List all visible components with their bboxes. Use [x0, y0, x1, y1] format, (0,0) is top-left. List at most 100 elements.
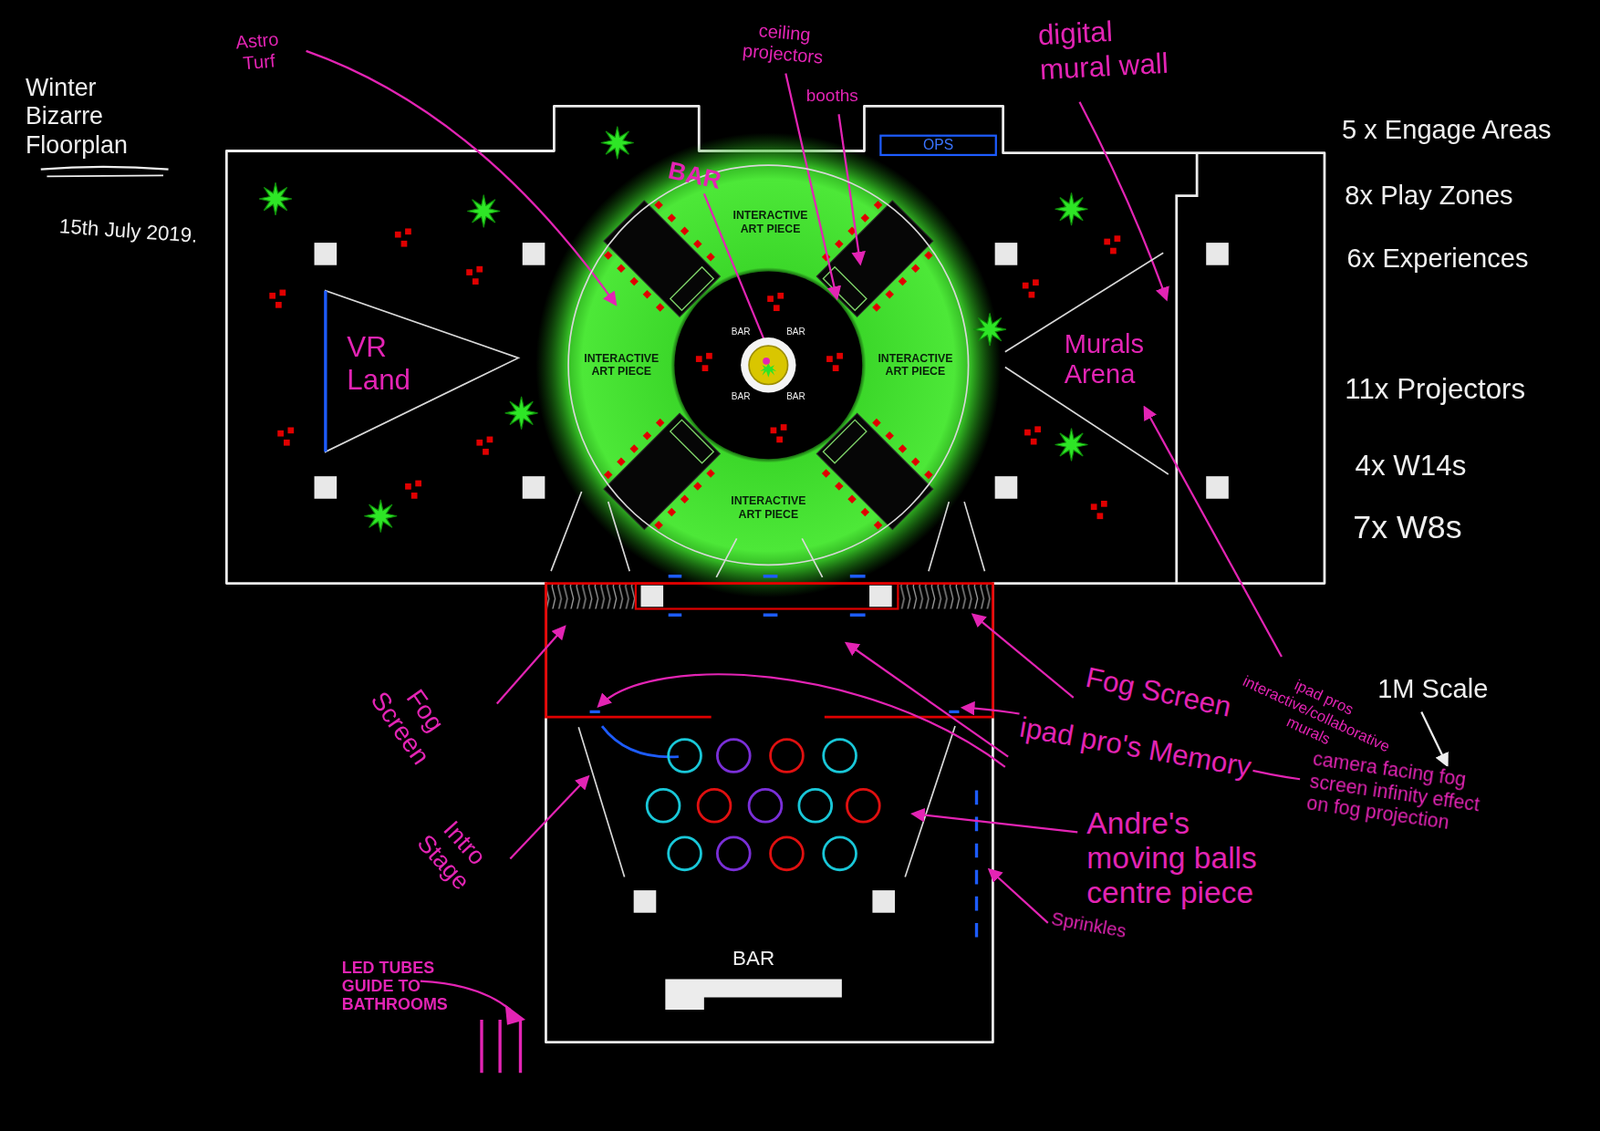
callout-label: Intro Stage	[406, 804, 501, 901]
stat-label: 6x Experiences	[1347, 242, 1529, 275]
leaders	[306, 51, 1301, 1010]
seat-cluster	[405, 480, 422, 499]
ball	[697, 789, 731, 822]
seat-cluster	[1103, 235, 1121, 254]
seat-cluster	[1024, 425, 1041, 445]
booth	[596, 405, 728, 537]
interactive-ring: INTERACTIVE ART PIECE INTERACTIVE ART PIE…	[567, 164, 970, 567]
pillar	[633, 890, 657, 914]
central-bar: BARBARBARBAR	[727, 324, 810, 406]
led-flag	[505, 1004, 526, 1025]
bar-counter	[664, 978, 842, 1010]
astro-turf-plant	[505, 396, 539, 430]
bar-label: BAR	[784, 326, 808, 338]
leader-line	[989, 870, 1049, 924]
seat-cluster	[770, 424, 788, 443]
astro-turf-plant	[467, 195, 500, 229]
pillar	[1205, 242, 1229, 266]
ball	[846, 789, 880, 822]
seat-cluster	[269, 290, 286, 309]
date-label: 15th July 2019.	[58, 213, 198, 248]
led-tubes	[481, 1019, 521, 1073]
booth	[809, 193, 940, 324]
zone-label: Murals Arena	[1064, 328, 1167, 390]
intro-stage-edge	[578, 726, 956, 877]
ball	[668, 837, 702, 871]
leader-line	[785, 73, 837, 299]
leader-line	[599, 674, 1006, 768]
seat-cluster	[277, 426, 294, 446]
fog-curtain	[897, 583, 993, 610]
art-piece-label: INTERACTIVE ART PIECE	[874, 352, 956, 379]
callout-label: camera facing fog screen infinity effect…	[1302, 747, 1496, 840]
leader-line	[973, 614, 1074, 698]
bar-marker	[762, 357, 770, 365]
astro-turf-plant	[1055, 428, 1089, 462]
building-wall	[226, 105, 1325, 1042]
leader-line	[306, 51, 616, 304]
pillar	[869, 585, 893, 607]
pillar	[995, 476, 1019, 499]
leader-line	[1144, 407, 1282, 657]
ball	[823, 837, 857, 871]
callout-label: Sprinkles	[1049, 907, 1129, 944]
ball	[716, 837, 750, 871]
pillar	[872, 890, 895, 914]
blue-arc	[602, 726, 679, 758]
callout-label: digital mural wall	[1037, 10, 1195, 88]
plan-title: Winter Bizarre Floorplan	[25, 73, 158, 160]
astro-turf-plant	[601, 126, 634, 160]
leader-line	[497, 627, 565, 705]
astro-turf-plant	[1055, 192, 1089, 226]
booth	[596, 193, 728, 324]
central-floor	[674, 270, 863, 459]
leader-line	[913, 813, 1078, 832]
bar-label: BAR	[784, 391, 808, 403]
seat-cluster	[1090, 500, 1108, 520]
pillar	[1205, 476, 1229, 499]
ball	[770, 739, 804, 773]
seat-cluster	[767, 292, 784, 312]
title-underline	[41, 166, 169, 170]
seat-cluster	[476, 436, 493, 456]
callout-label: Fog Screen	[364, 667, 462, 770]
pillar	[522, 476, 546, 499]
callout-label: Astro Turf	[224, 28, 291, 77]
ball	[823, 739, 857, 773]
blue-marker	[590, 576, 960, 713]
callout-label: Andre's moving balls centre piece	[1083, 805, 1284, 910]
bar-plant	[759, 363, 777, 378]
callout-label: booths	[806, 85, 859, 106]
scale-arrow	[1421, 711, 1447, 765]
ball	[668, 739, 702, 773]
bar-core	[748, 345, 789, 385]
bar-label: BAR	[729, 326, 753, 338]
murals-arena-zone: Murals Arena	[1005, 250, 1171, 478]
vr-wall	[323, 290, 327, 453]
zone-label: VR Land	[346, 331, 431, 397]
seat-cluster	[826, 353, 843, 372]
ball	[770, 837, 804, 871]
astro-turf-plant	[973, 312, 1007, 346]
title-underline	[46, 175, 164, 177]
art-piece-label: INTERACTIVE ART PIECE	[580, 352, 662, 379]
leader-line	[1080, 102, 1167, 300]
scale-label: 1M Scale	[1377, 673, 1488, 706]
bar-circle	[740, 337, 796, 393]
pillar	[522, 242, 546, 266]
moving-balls	[646, 739, 880, 871]
fog-screen-frame	[635, 583, 898, 610]
stat-label: 5 x Engage Areas	[1341, 114, 1552, 146]
bar-counter-zone: BAR	[664, 943, 842, 977]
pillar	[314, 476, 338, 499]
stat-label: 8x Play Zones	[1344, 179, 1513, 212]
callout-label: LED TUBES GUIDE TO BATHROOMS	[342, 958, 463, 1014]
sprinkler-line	[975, 790, 978, 945]
art-piece-label: INTERACTIVE ART PIECE	[729, 208, 811, 236]
ball	[716, 739, 750, 773]
seat-cluster	[696, 353, 713, 372]
pillar	[314, 242, 338, 266]
astro-turf-plant	[259, 182, 292, 216]
